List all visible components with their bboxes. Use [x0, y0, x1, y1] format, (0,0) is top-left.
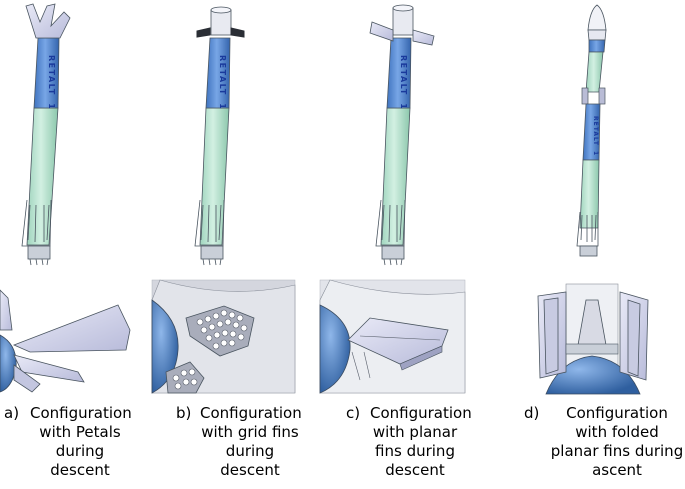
fairing-skirt — [587, 29, 607, 41]
rocket-lettering: RETALT 1 — [47, 55, 56, 110]
petal — [12, 304, 131, 353]
folded-fins — [581, 87, 606, 105]
engine-section — [576, 211, 599, 257]
rocket-c-planar-fins: RETALT 1 — [369, 4, 435, 266]
interstage — [392, 4, 414, 36]
rocket-lettering: RETALT 1 — [218, 55, 227, 110]
planar-fin-edge — [399, 345, 443, 371]
planar-fins — [369, 21, 435, 46]
grid-fin — [185, 305, 255, 357]
petals — [25, 3, 71, 39]
folded-fin — [537, 291, 649, 381]
rocket-a-petals: RETALT 1 — [21, 3, 71, 266]
engine-section — [375, 199, 406, 266]
detail-a-petals — [0, 280, 140, 393]
rocket-number: 1 — [399, 103, 408, 110]
rocket-number: 1 — [592, 151, 599, 156]
caption-label: b) — [176, 404, 192, 422]
booster-body — [26, 107, 59, 246]
detail-d-folded-fins — [527, 283, 652, 395]
booster-body — [199, 107, 230, 246]
upper-stage — [205, 37, 231, 109]
rocket-b-grid-fins: RETALT 1 — [194, 6, 245, 266]
planar-fin — [347, 317, 449, 365]
rocket-d-ascent: RETALT 1 — [576, 4, 607, 257]
rocket-name: RETALT — [218, 55, 227, 96]
rocket-lettering: RETALT 1 — [592, 116, 599, 156]
caption-text: Configuration with planar fins during de… — [370, 404, 472, 479]
petal — [13, 364, 41, 393]
petal — [0, 289, 13, 331]
caption-label: c) — [346, 404, 361, 422]
caption-text: Configuration with folded planar fins du… — [550, 404, 684, 479]
booster-body — [585, 51, 604, 93]
grid-fins — [196, 27, 245, 38]
rocket-name: RETALT — [592, 116, 599, 146]
detail-c-planar-fins — [319, 279, 466, 394]
rocket-lettering: RETALT 1 — [399, 55, 408, 110]
caption-text: Configuration with Petals during descent — [30, 404, 132, 479]
figure-drawings: RETALT 1 RETALT 1 — [0, 3, 652, 395]
booster-body — [380, 107, 411, 246]
detail-sphere — [319, 304, 351, 394]
engine-section — [194, 199, 225, 266]
rocket-number: 1 — [218, 103, 227, 110]
detail-sphere — [545, 355, 641, 395]
caption-text: Configuration with grid fins during desc… — [200, 404, 302, 479]
rocket-name: RETALT — [47, 55, 56, 96]
upper-stage-top — [588, 39, 606, 53]
detail-b-grid-fins — [151, 279, 296, 394]
nose-fairing — [587, 4, 607, 31]
rocket-number: 1 — [47, 103, 56, 110]
caption-label: d) — [524, 404, 540, 422]
upper-stage — [386, 37, 412, 109]
grid-fin — [165, 361, 205, 394]
caption-label: a) — [4, 404, 20, 422]
interstage — [210, 6, 232, 36]
engine-section — [21, 199, 52, 266]
rocket-name: RETALT — [399, 55, 408, 96]
petal — [13, 354, 85, 383]
